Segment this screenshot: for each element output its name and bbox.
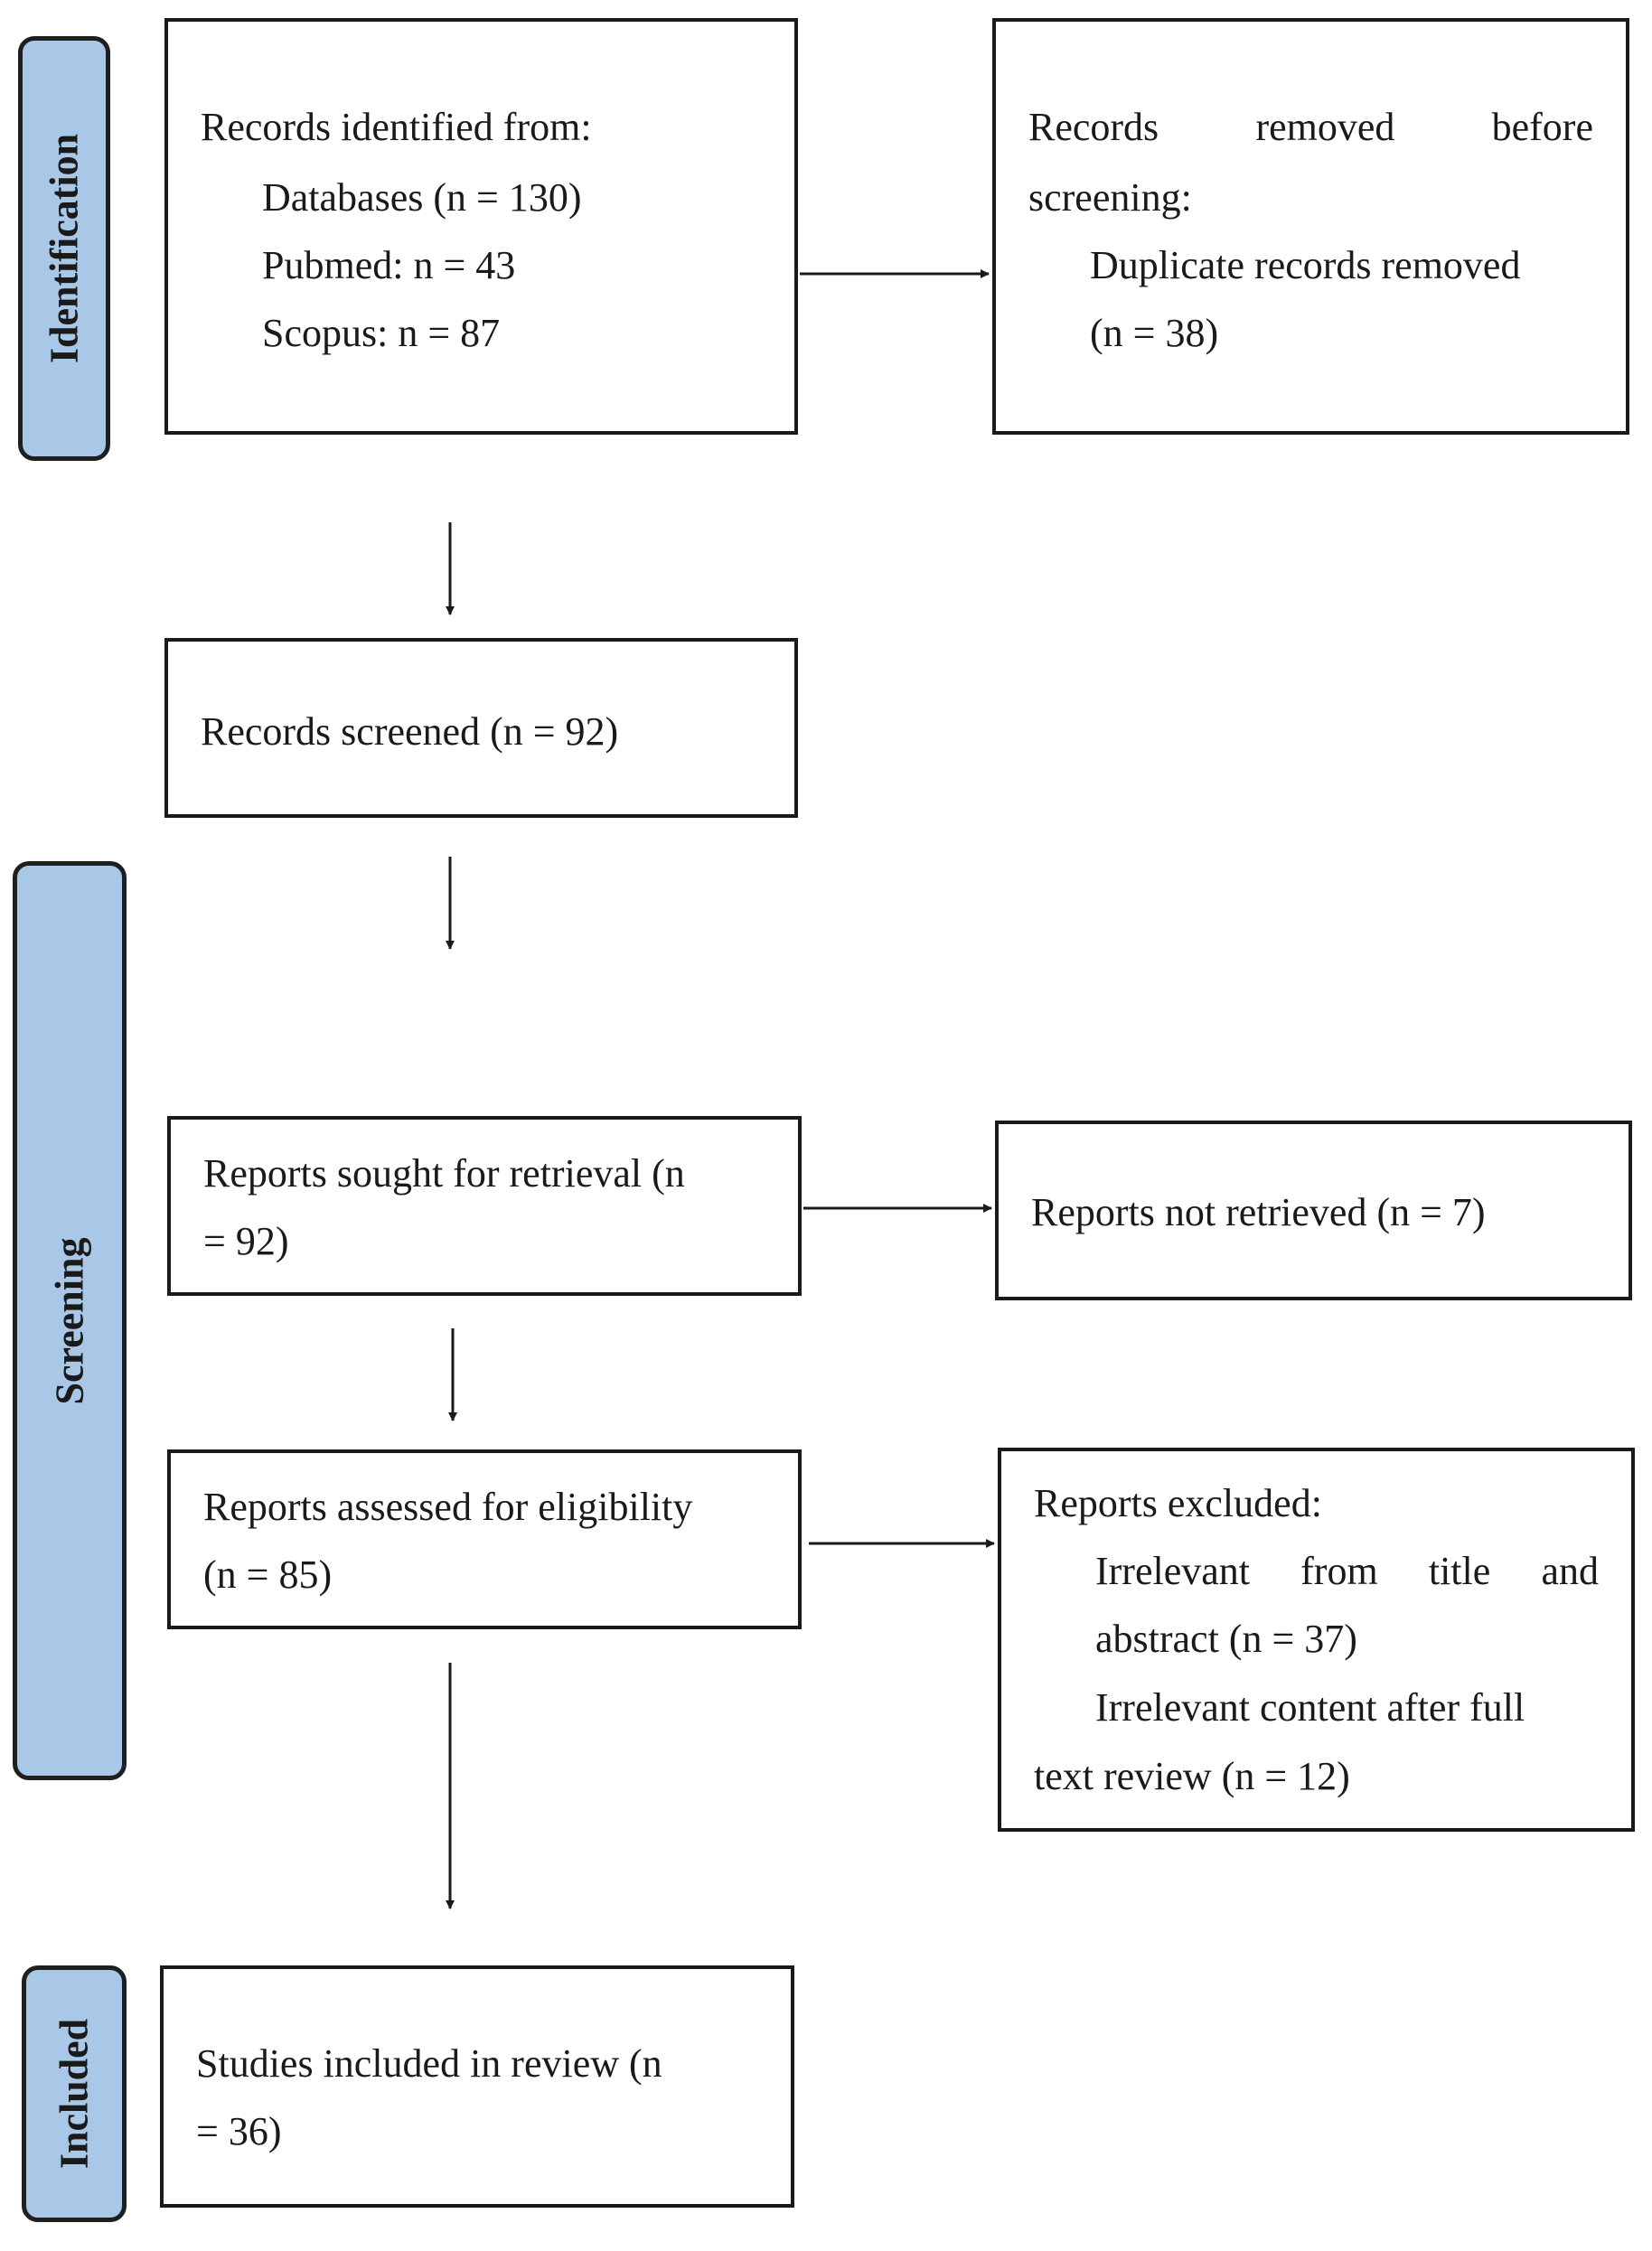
exclusion-reason-word: from <box>1300 1549 1378 1593</box>
reports-assessed-line2: (n = 85) <box>203 1552 333 1597</box>
records-screened-box: Records screened (n = 92) <box>164 638 798 818</box>
exclusion-reason-2-line1: Irrelevant content after full <box>1095 1685 1525 1730</box>
studies-included-box: Studies included in review (n = 36) <box>160 1965 794 2208</box>
studies-included-line2: = 36) <box>196 2109 282 2153</box>
databases-count: Databases (n = 130) <box>262 175 582 220</box>
exclusion-reason-word: title <box>1428 1549 1491 1593</box>
pubmed-count: Pubmed: n = 43 <box>262 243 516 287</box>
exclusion-reason-word: Irrelevant <box>1095 1549 1250 1593</box>
reports-sought-line2: = 92) <box>203 1219 289 1263</box>
scopus-count: Scopus: n = 87 <box>262 311 501 355</box>
records-identified-heading: Records identified from: <box>201 105 592 149</box>
reports-excluded-box: Reports excluded: Irrelevant from title … <box>998 1448 1635 1832</box>
studies-included-line1: Studies included in review (n <box>196 2041 662 2086</box>
reports-assessed-box: Reports assessed for eligibility (n = 85… <box>167 1449 802 1629</box>
exclusion-reason-1-line1: Irrelevant from title and <box>1095 1552 1599 1591</box>
records-screened-text: Records screened (n = 92) <box>201 709 619 754</box>
reports-sought-line1: Reports sought for retrieval (n <box>203 1151 685 1196</box>
reports-not-retrieved-text: Reports not retrieved (n = 7) <box>1031 1190 1486 1234</box>
records-removed-heading: Records removed before <box>1028 108 1593 147</box>
reports-excluded-heading: Reports excluded: <box>1034 1481 1322 1525</box>
reports-assessed-line1: Reports assessed for eligibility <box>203 1485 693 1529</box>
records-removed-word: Records <box>1028 105 1159 149</box>
records-removed-word: removed <box>1255 105 1395 149</box>
reports-sought-box: Reports sought for retrieval (n = 92) <box>167 1116 802 1296</box>
records-removed-heading-cont: screening: <box>1028 175 1192 220</box>
records-removed-word: before <box>1491 105 1593 149</box>
reports-not-retrieved-box: Reports not retrieved (n = 7) <box>995 1121 1632 1300</box>
stage-screening: Screening <box>13 861 127 1780</box>
exclusion-reason-word: and <box>1541 1549 1599 1593</box>
duplicates-removed: Duplicate records removed <box>1090 243 1521 287</box>
stage-included: Included <box>22 1965 127 2222</box>
stage-identification: Identification <box>18 36 110 461</box>
records-removed-box: Records removed before screening: Duplic… <box>992 18 1629 435</box>
duplicates-removed-count: (n = 38) <box>1090 311 1219 355</box>
exclusion-reason-2-line2: text review (n = 12) <box>1034 1754 1350 1798</box>
exclusion-reason-1-line2: abstract (n = 37) <box>1095 1617 1357 1661</box>
records-identified-box: Records identified from: Databases (n = … <box>164 18 798 435</box>
